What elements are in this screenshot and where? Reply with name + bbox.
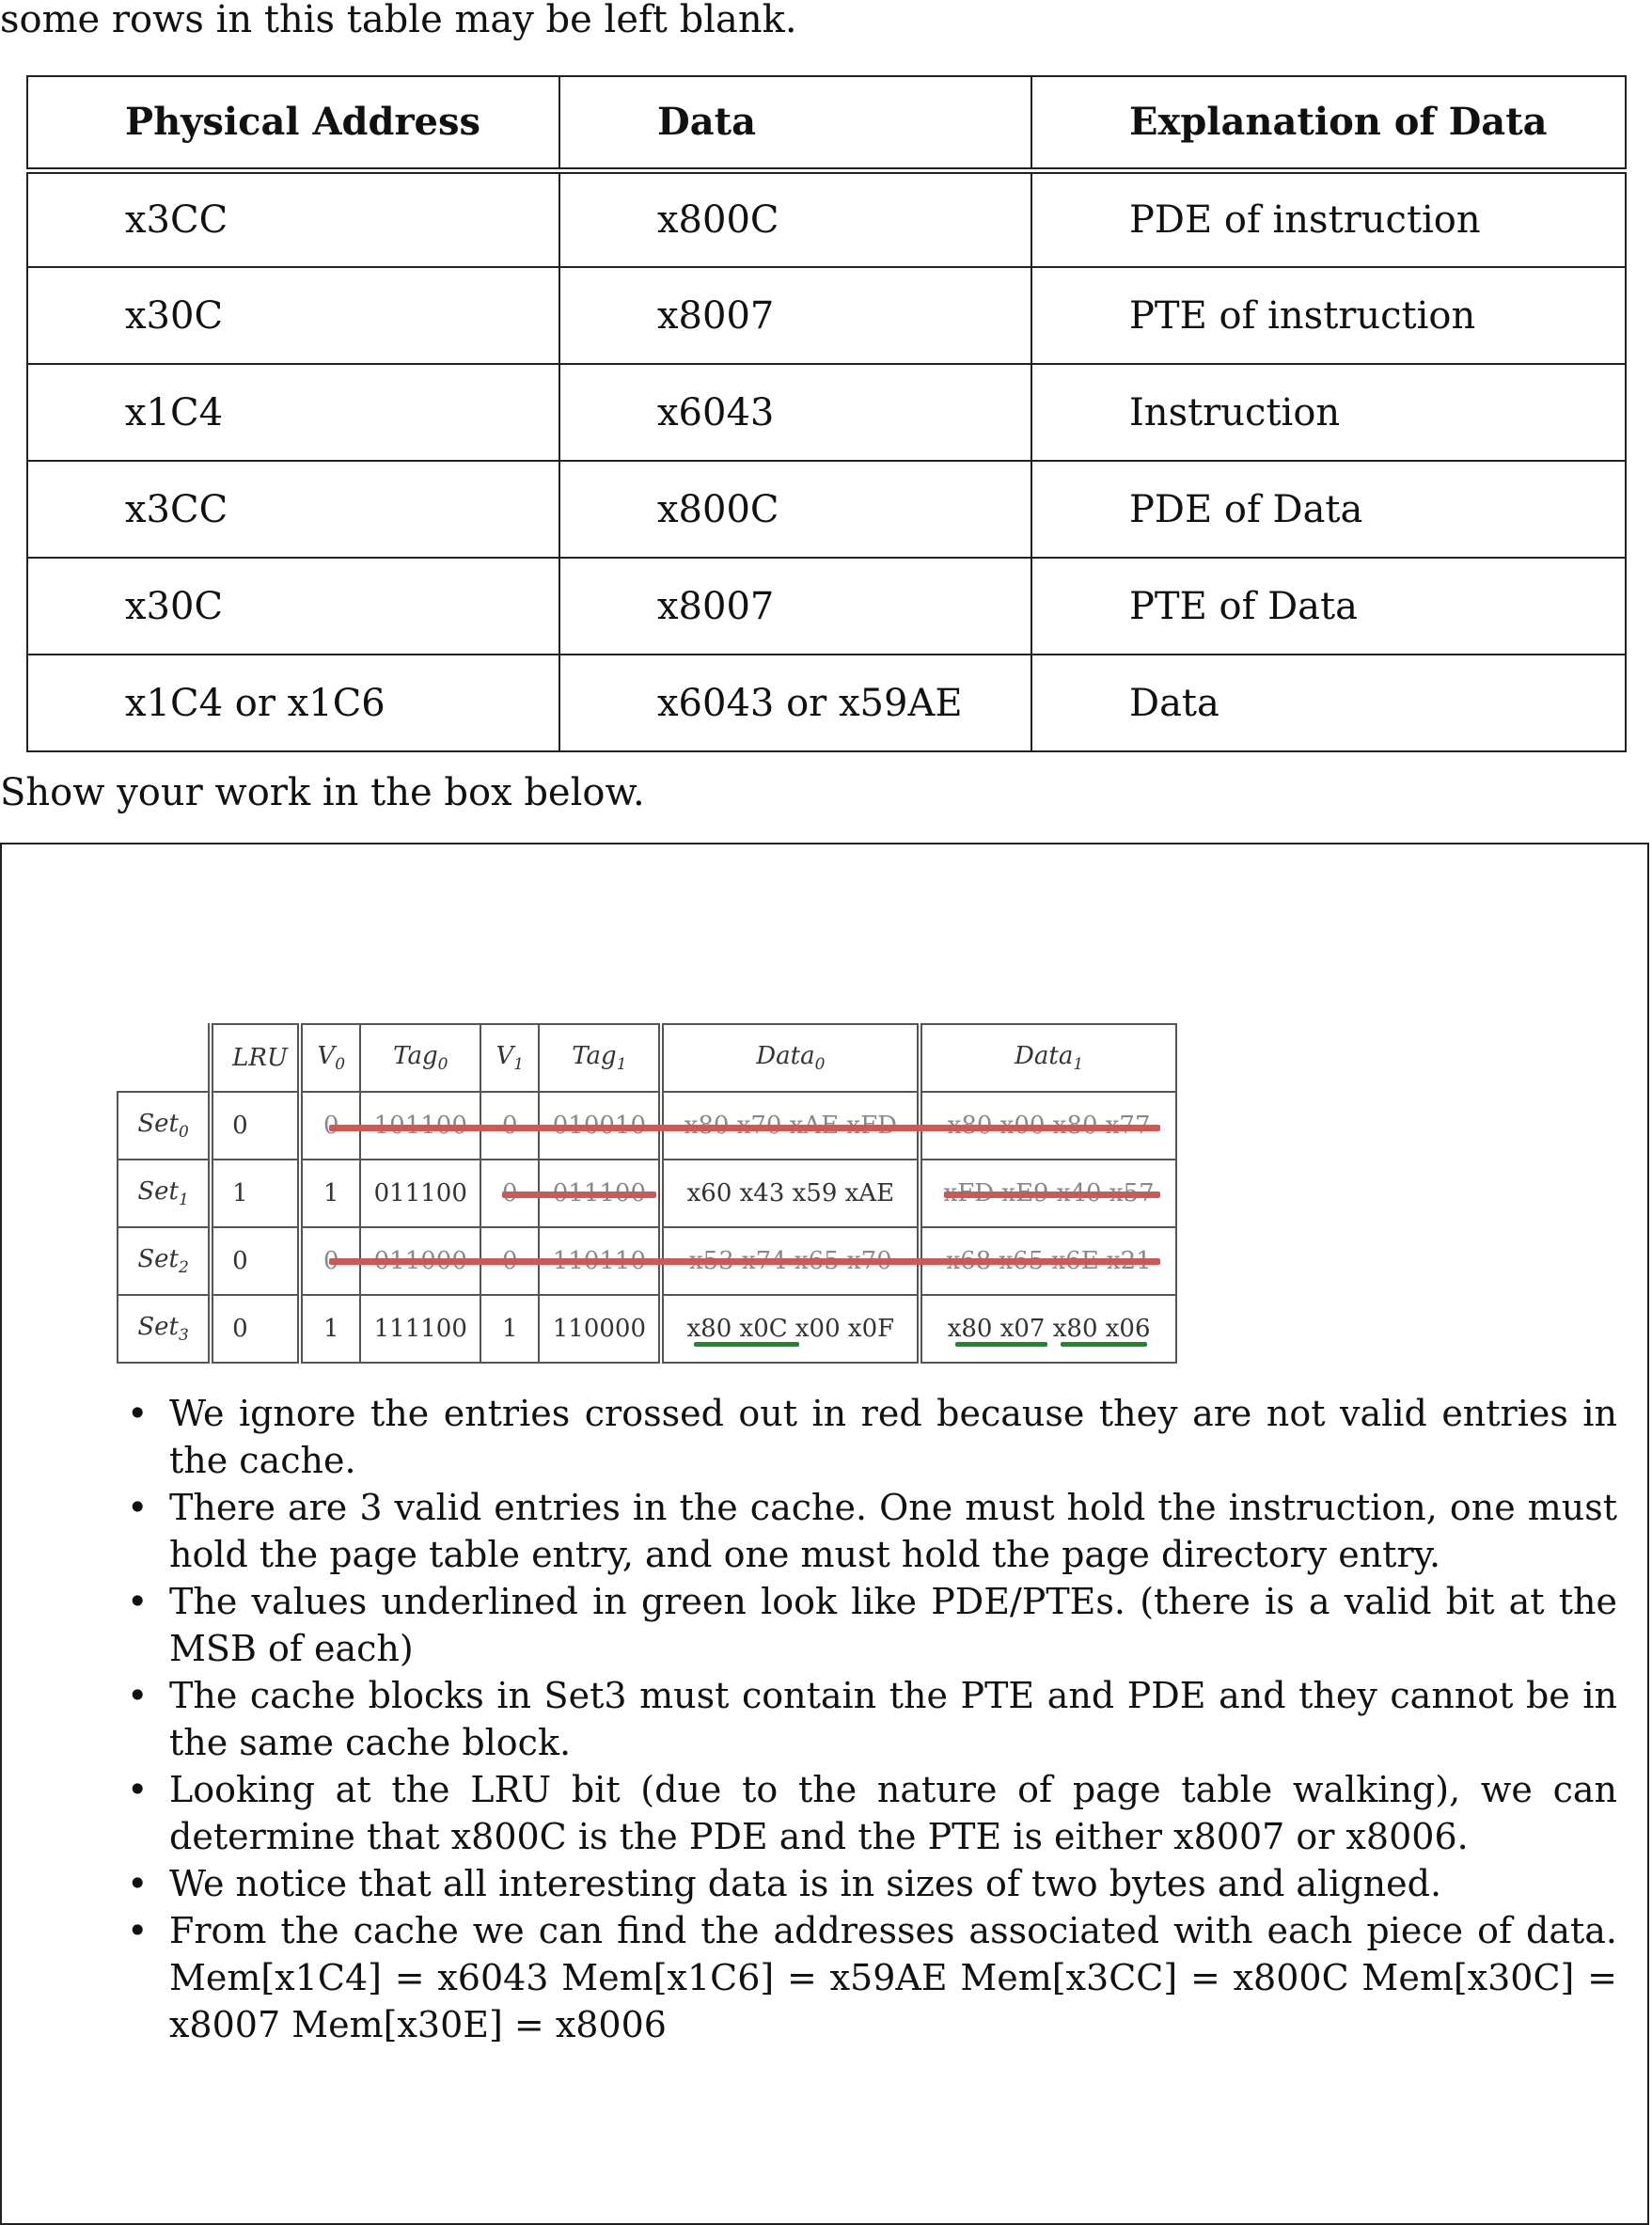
strike-line-set2 [329,1258,1160,1265]
data0-header-sub: 0 [814,1055,826,1075]
table-row: x30C x8007 PTE of Data [26,557,1627,655]
table-row: x30C x8007 PTE of instruction [26,266,1627,365]
tag0-header-label: Tag [393,1041,438,1070]
cell-data: x6043 or x59AE [559,654,1032,752]
cell-data: x6043 [559,363,1032,462]
underline-x8006 [1061,1342,1147,1347]
set-sub: 2 [178,1258,189,1278]
cell-data: x8007 [559,266,1032,365]
cache-tag1: 110000 [538,1294,665,1364]
cache-tag0: 111100 [359,1294,482,1364]
set-name: Set [137,1109,179,1138]
header-data: Data [559,75,1032,174]
set-label: Set1 [116,1159,214,1228]
cache-row-set3: Set3 0 1 111100 1 110000 x80 x0C x00 x0F… [116,1294,1177,1364]
table-row: x1C4 x6043 Instruction [26,363,1627,462]
list-item: The cache blocks in Set3 must contain th… [127,1672,1617,1766]
cell-explanation: Instruction [1031,363,1627,462]
cache-v1: 1 [480,1294,541,1364]
lru-header-label: LRU [232,1044,288,1072]
cache-data0: x60 x43 x59 xAE [660,1159,923,1228]
header-physical-address: Physical Address [26,75,560,174]
cell-data: x8007 [559,557,1032,655]
set-name: Set [137,1176,179,1206]
v1-header-sub: 1 [513,1055,525,1075]
list-item: The values underlined in green look like… [127,1578,1617,1672]
cell-address: x1C4 or x1C6 [26,654,560,752]
cache-tag0: 011100 [359,1159,482,1228]
cell-explanation: PDE of Data [1031,460,1627,559]
cache-header-v1: V1 [480,1023,541,1093]
set-sub: 3 [178,1326,189,1346]
underline-x800c [694,1342,799,1347]
cache-lru: 0 [210,1091,302,1160]
cache-header-row: LRU V0 Tag0 V1 Tag1 Data0 Data1 [118,1023,1177,1093]
set-label: Set2 [116,1226,214,1296]
table-row: x3CC x800C PDE of instruction [26,169,1627,268]
cache-row-set2: Set2 0 0 011000 0 110110 x53 x74 x65 x70… [116,1226,1177,1296]
list-item: We notice that all interesting data is i… [127,1860,1617,1907]
set-sub: 1 [178,1191,189,1210]
cache-corner [118,1024,214,1093]
explanation-list: We ignore the entries crossed out in red… [122,1390,1617,2048]
data1-header-label: Data [1015,1041,1074,1070]
cache-header-data0: Data0 [660,1023,923,1093]
strike-line-set1-data1 [944,1191,1160,1198]
cache-v0: 1 [297,1294,362,1364]
cache-lru: 0 [210,1226,302,1296]
v0-header-label: V [317,1041,336,1070]
cell-explanation: PDE of instruction [1031,169,1627,268]
data0-header-label: Data [756,1041,815,1070]
cache-header-lru: LRU [210,1023,302,1093]
set-label: Set0 [116,1091,214,1160]
header-explanation: Explanation of Data [1031,75,1627,174]
cell-address: x1C4 [26,363,560,462]
cache-header-tag0: Tag0 [359,1023,482,1093]
cache-v0: 1 [297,1159,362,1228]
cache-lru: 0 [210,1294,302,1364]
cache-header-v0: V0 [297,1023,362,1093]
tag0-header-sub: 0 [437,1055,448,1075]
list-item: We ignore the entries crossed out in red… [127,1390,1617,1484]
address-table: Physical Address Data Explanation of Dat… [26,75,1627,752]
set-label: Set3 [116,1294,214,1364]
address-table-header: Physical Address Data Explanation of Dat… [26,75,1627,174]
work-prompt: Show your work in the box below. [0,771,645,814]
cache-data0: x80 x0C x00 x0F [660,1294,923,1364]
v1-header-label: V [496,1041,514,1070]
v0-header-sub: 0 [335,1055,346,1075]
tag1-header-sub: 1 [616,1055,627,1075]
cell-data: x800C [559,460,1032,559]
cell-address: x30C [26,557,560,655]
cell-explanation: PTE of Data [1031,557,1627,655]
list-item: From the cache we can find the addresses… [127,1907,1617,2048]
set-sub: 0 [178,1123,189,1143]
cache-lru: 1 [210,1159,302,1228]
set-name: Set [137,1244,179,1273]
cell-explanation: Data [1031,654,1627,752]
list-item: Looking at the LRU bit (due to the natur… [127,1766,1617,1860]
strike-line-set0 [329,1125,1160,1131]
table-row: x3CC x800C PDE of Data [26,460,1627,559]
underline-x8007 [955,1342,1047,1347]
cell-explanation: PTE of instruction [1031,266,1627,365]
list-item: There are 3 valid entries in the cache. … [127,1484,1617,1578]
table-row: x1C4 or x1C6 x6043 or x59AE Data [26,654,1627,752]
data1-header-sub: 1 [1073,1055,1084,1075]
intro-text: some rows in this table may be left blan… [0,0,797,41]
cell-address: x3CC [26,169,560,268]
cache-header-tag1: Tag1 [538,1023,665,1093]
cell-address: x3CC [26,460,560,559]
set-name: Set [137,1312,179,1341]
cache-header-data1: Data1 [919,1023,1177,1093]
tag1-header-label: Tag [572,1041,617,1070]
cell-address: x30C [26,266,560,365]
strike-line-set1 [502,1191,656,1198]
cache-data1: x80 x07 x80 x06 [919,1294,1177,1364]
cell-data: x800C [559,169,1032,268]
